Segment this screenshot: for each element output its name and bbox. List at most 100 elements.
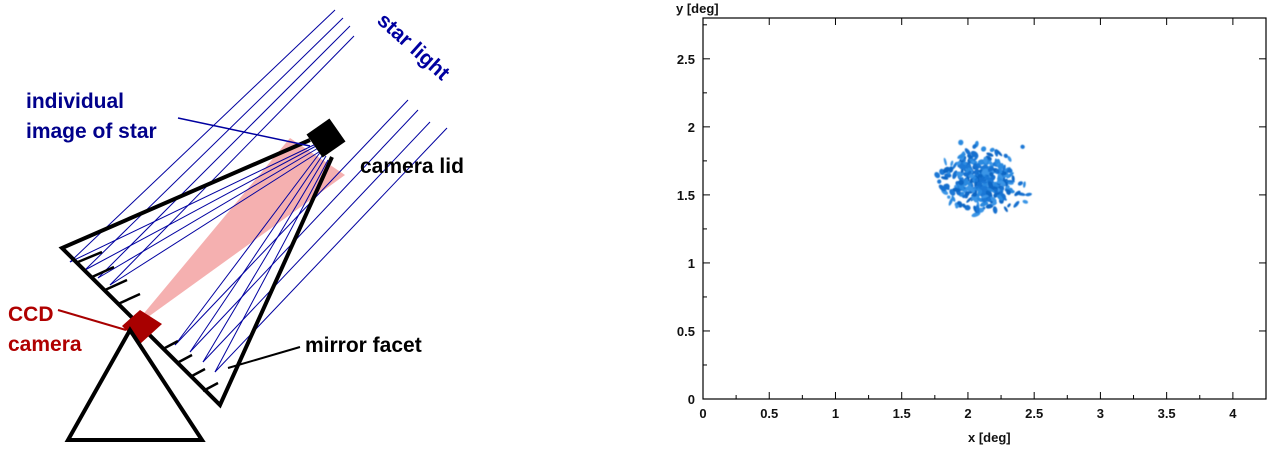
star-image-point [981, 146, 987, 152]
star-image-point [940, 176, 949, 180]
star-image-point [1017, 181, 1023, 186]
star-image-point [990, 196, 997, 203]
star-light-rays [69, 9, 448, 373]
star-image-point [985, 203, 994, 209]
star-image-point [971, 195, 978, 201]
star-image-point [934, 172, 941, 179]
star-image-point [1000, 180, 1006, 187]
x-tick-label: 2 [964, 406, 971, 421]
x-tick-label: 4 [1229, 406, 1237, 421]
star-image-point [986, 187, 995, 193]
star-image-point [980, 181, 988, 184]
star-image-point [951, 195, 956, 202]
star-image-point [988, 161, 993, 166]
star-image-point [976, 190, 982, 198]
y-tick-label: 1.5 [677, 188, 695, 203]
star-image-point [952, 187, 961, 192]
star-image-point [997, 176, 1001, 182]
y-tick-label: 1 [688, 256, 695, 271]
y-axis-label: y [deg] [676, 1, 719, 16]
star-image-point [1003, 206, 1008, 213]
star-image-point [983, 156, 988, 164]
star-image-point [966, 197, 972, 203]
star-image-point [1007, 155, 1012, 162]
individual-image-pointer [177, 117, 311, 147]
star-image-point [962, 161, 967, 166]
y-tick-label: 2 [688, 120, 695, 135]
star-image-point [979, 185, 989, 191]
individual-image-label-line1: individual [26, 90, 124, 113]
star-image-point [957, 153, 966, 159]
star-image-point [986, 152, 994, 157]
star-image-point [948, 197, 954, 206]
star-image-point [967, 159, 971, 164]
star-image-point [1022, 199, 1029, 204]
star-image-point [964, 191, 970, 197]
star-light-label: star light [373, 9, 454, 85]
reflected-rays [69, 142, 329, 373]
star-image-point [987, 166, 994, 172]
star-image-point [957, 183, 965, 191]
star-image-point [974, 160, 978, 164]
ccd-pointer [57, 309, 127, 331]
star-image-point [947, 195, 951, 199]
y-axis-ticks [703, 24, 1266, 400]
x-axis-label: x [deg] [968, 430, 1011, 445]
x-axis-ticks [702, 18, 1234, 399]
star-image-point [943, 184, 950, 190]
support-stand [64, 326, 206, 442]
star-image-point [981, 194, 990, 199]
star-image-point [975, 204, 980, 214]
star-image-point [988, 182, 994, 190]
camera-lid-label: camera lid [360, 155, 464, 178]
star-image-point [950, 160, 954, 167]
y-axis-tick-labels: 00.511.522.5 [677, 52, 695, 407]
star-image-point [972, 144, 977, 149]
ccd-camera-label-line1: CCD [8, 303, 54, 326]
star-image-point [968, 186, 975, 193]
mirror-facet-label: mirror facet [305, 334, 422, 357]
star-image-point [981, 168, 989, 175]
star-image-point [1005, 179, 1015, 183]
star-image-point [995, 168, 1000, 174]
star-image-point [958, 171, 965, 179]
star-image-point [995, 149, 1003, 157]
star-image-point [993, 192, 1000, 198]
star-image-point [970, 150, 979, 158]
x-tick-label: 2.5 [1025, 406, 1043, 421]
y-tick-label: 0.5 [677, 324, 695, 339]
star-image-point [968, 155, 973, 160]
star-image-point [989, 171, 994, 177]
star-image-point [964, 148, 971, 156]
x-tick-label: 1.5 [893, 406, 911, 421]
star-image-point [1023, 181, 1026, 188]
x-tick-label: 0.5 [760, 406, 778, 421]
star-image-point [976, 163, 983, 170]
star-image-point [963, 158, 966, 162]
star-image-point [974, 165, 979, 175]
star-image-point [996, 194, 1004, 201]
star-image-point [982, 164, 989, 170]
star-image-point [1007, 203, 1011, 208]
star-image-point [958, 164, 967, 170]
star-image-point [1014, 190, 1021, 197]
star-image-point [994, 149, 999, 157]
star-image-point [987, 164, 995, 169]
individual-image-label-line2: image of star [26, 120, 157, 143]
star-image-point [976, 197, 983, 203]
star-image-point [964, 167, 972, 174]
star-image-point [938, 184, 946, 192]
star-image-point [952, 170, 958, 179]
star-image-point [952, 161, 958, 170]
star-image-point [975, 185, 979, 189]
plot-frame [702, 17, 1267, 400]
star-image-point [1020, 144, 1025, 149]
star-image-point [956, 161, 961, 166]
star-image-point [948, 166, 954, 173]
star-image-point [943, 166, 950, 174]
star-image-point [937, 179, 942, 184]
star-image-point [985, 190, 992, 197]
